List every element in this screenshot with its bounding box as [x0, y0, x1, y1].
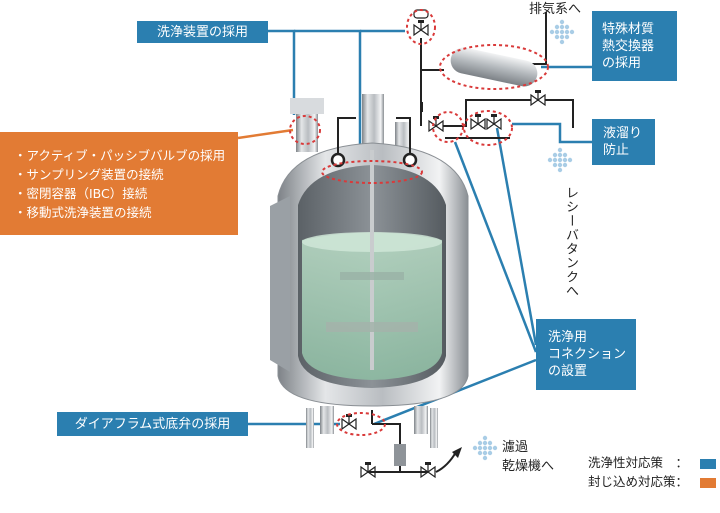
sealing-item-4: ・移動式洗浄装置の接続	[14, 204, 152, 220]
legend-cleaning-swatch	[700, 459, 716, 469]
heat-exchanger	[450, 47, 538, 87]
diaphragm-valve-label: ダイアフラム式底弁の採用	[57, 412, 248, 436]
legend-cleaning-label: 洗浄性対応策 ：	[588, 455, 689, 470]
cleaning-connection-line-2: コネクション	[548, 347, 627, 362]
cleaning-connection-label: 洗浄用 コネクション の設置	[536, 319, 636, 390]
filter-dryer-line-1: 濾過	[502, 440, 529, 455]
heat-exchanger-line-2: 熱交換器	[602, 38, 655, 54]
receiver-tank-label: レシーバタンクへ	[563, 186, 578, 298]
bottom-filter	[394, 444, 406, 466]
cleaning-connection-line-1: 洗浄用	[548, 330, 588, 345]
nozzle-right	[402, 152, 418, 168]
highlight-ellipses	[289, 9, 549, 436]
prevent-pooling-label: 液溜り 防止	[592, 119, 655, 165]
exhaust-label: 排気系へ	[529, 2, 582, 17]
sealing-item-3: ・密閉容器（IBC）接続	[14, 185, 148, 201]
heat-exchanger-label: 特殊材質 熱交換器 の採用	[592, 11, 677, 81]
orange-leader-line	[237, 128, 294, 140]
sealing-item-2: ・サンプリング装置の接続	[14, 166, 164, 182]
filter-dryer-label: 濾過 乾燥機へ	[502, 438, 554, 476]
prevent-pooling-line-1: 液溜り	[603, 126, 643, 141]
bottom-piping	[368, 410, 457, 473]
legend-sealing-label: 封じ込め対応策：	[588, 474, 689, 489]
legend-sealing-swatch	[700, 478, 716, 488]
sealing-measures-list: ・アクティブ・パッシブバルブの採用 ・サンプリング装置の接続 ・密閉容器（IBC…	[0, 132, 238, 235]
heat-exchanger-line-1: 特殊材質	[602, 21, 655, 37]
filter-dryer-line-2: 乾燥機へ	[502, 459, 555, 474]
top-piping	[337, 12, 574, 160]
heat-exchanger-line-3: の採用	[602, 55, 642, 71]
cleaning-connection-line-3: の設置	[548, 364, 588, 379]
reactor-vessel	[270, 94, 469, 448]
sealing-item-1: ・アクティブ・パッシブバルブの採用	[14, 147, 226, 163]
prevent-pooling-line-2: 防止	[603, 143, 630, 158]
cleaning-device-label: 洗浄装置の採用	[137, 21, 268, 43]
blue-leader-lines	[248, 29, 592, 426]
